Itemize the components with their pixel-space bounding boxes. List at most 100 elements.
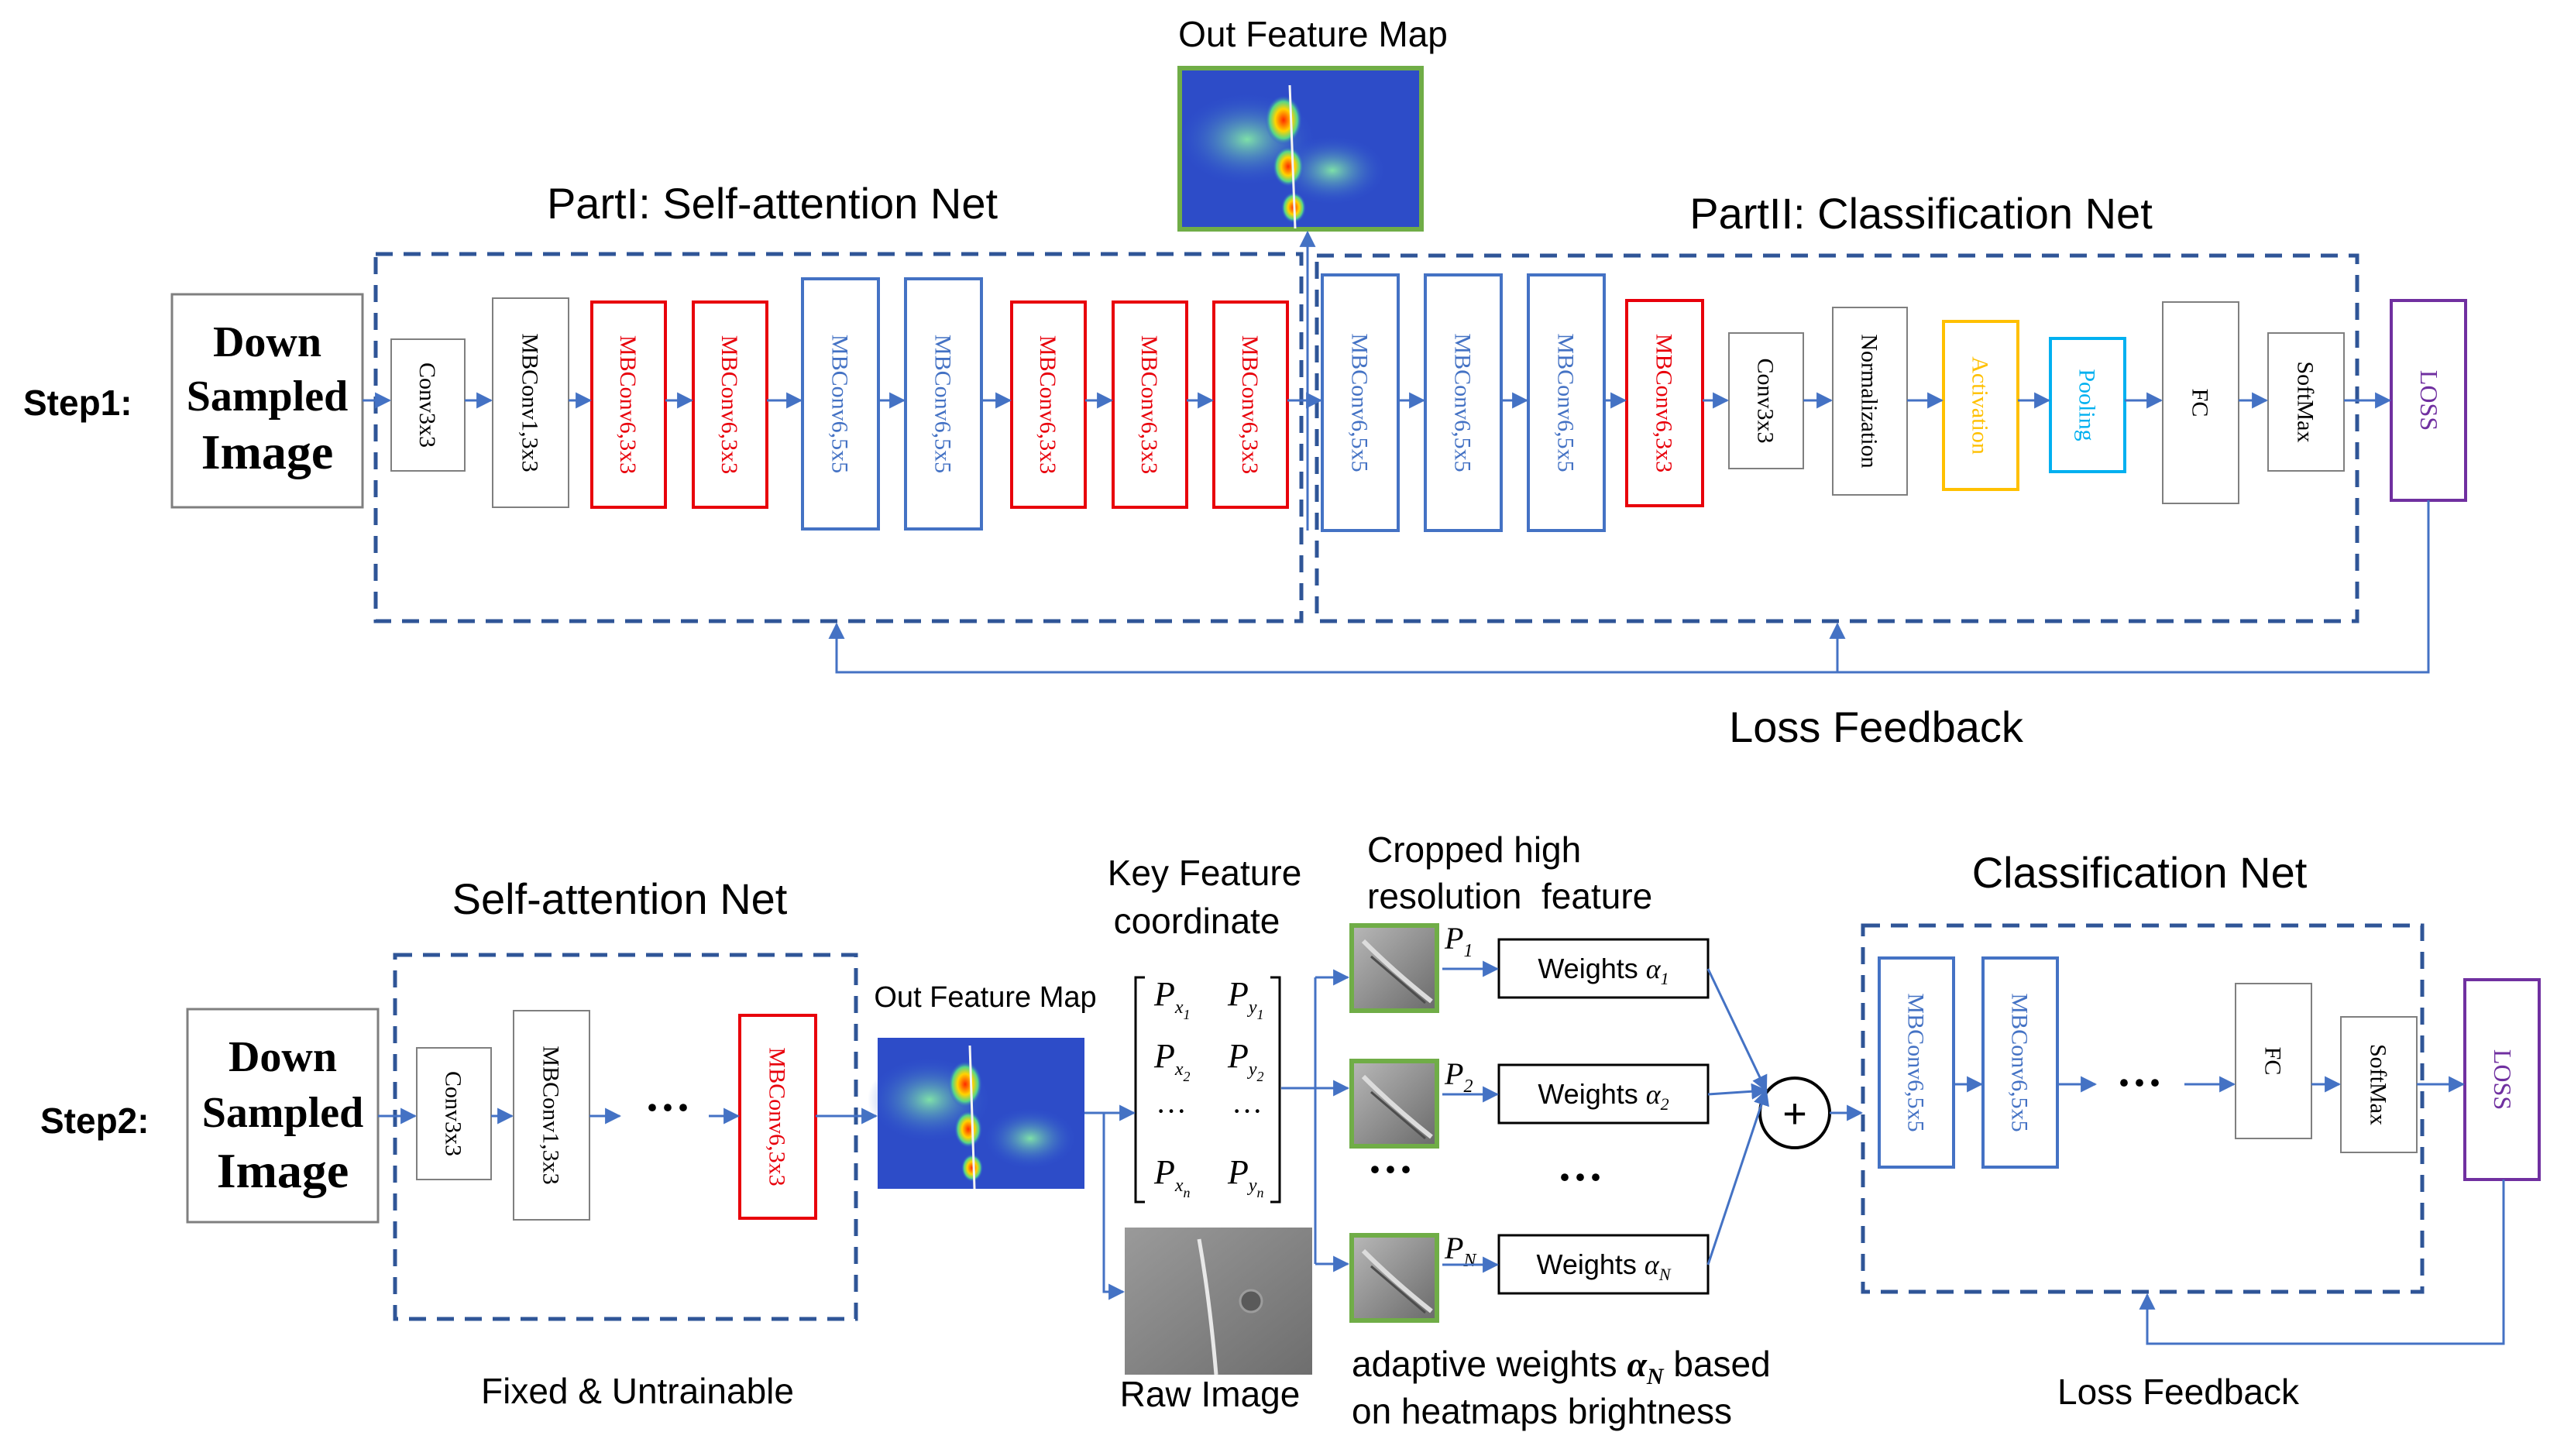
block-mbconv6-3x3: MBConv6,3x3 <box>692 300 768 509</box>
block-label: MBConv6,5x5 <box>1903 993 1929 1131</box>
cropped-patch: P2 <box>1349 1056 1473 1149</box>
block-label: MBConv6,3x3 <box>615 335 641 474</box>
block-mbconv1-3x3: MBConv1,3x3 <box>492 297 569 508</box>
weights-box: Weights α2 <box>1497 1063 1710 1125</box>
block-mbconv6-3x3: MBConv6,3x3 <box>1010 300 1087 509</box>
block-label: Activation <box>1968 356 1993 455</box>
adaptive-weights-note: adaptive weights αN based on heatmaps br… <box>1352 1344 1771 1431</box>
block-label: SoftMax <box>2366 1044 2391 1125</box>
step2-self-attention-title: Self-attention Net <box>452 874 788 923</box>
raw-image-label: Raw Image <box>1120 1374 1301 1414</box>
cropped-patch: PN <box>1349 1231 1477 1323</box>
step2-loss-feedback: Loss Feedback <box>2057 1372 2300 1412</box>
block-label: FC <box>2260 1047 2286 1076</box>
weights-label: Weights α2 <box>1538 1078 1669 1114</box>
block-softmax: SoftMax <box>2340 1016 2418 1153</box>
patch-label: P2 <box>1444 1056 1473 1097</box>
connector-line <box>1102 1113 1126 1300</box>
block-conv3x3: Conv3x3 <box>390 338 466 472</box>
block-mbconv6-5x5: MBConv6,5x5 <box>1878 956 1955 1169</box>
step2-out-feature-map-label: Out Feature Map <box>874 981 1096 1014</box>
step1-input-line2: Sampled <box>187 373 349 421</box>
key-feature-label: Key Feature coordinate <box>1108 853 1302 941</box>
block-label: MBConv6,5x5 <box>827 335 853 473</box>
block-mbconv6-5x5: MBConv6,5x5 <box>1981 956 2059 1169</box>
block-label: MBConv6,3x3 <box>765 1047 790 1186</box>
block-label: MBConv1,3x3 <box>538 1046 564 1184</box>
block-mbconv6-5x5: MBConv6,5x5 <box>801 277 880 531</box>
step1-input-line3: Image <box>201 424 334 479</box>
fixed-untrainable-label: Fixed & Untrainable <box>481 1371 794 1411</box>
matrix-dots-left: ··· <box>1156 1094 1187 1128</box>
weights-box: Weights α1 <box>1497 938 1710 999</box>
part2-dashed-frame <box>1315 253 2359 623</box>
step1-loss-feedback: Loss Feedback <box>1729 702 2024 751</box>
block-label: MBConv6,5x5 <box>1450 333 1476 472</box>
step1-out-feature-map: Out Feature Map <box>1177 14 1448 232</box>
patch-vertical-dots: ··· <box>1367 1144 1414 1195</box>
adaptive-line2: on heatmaps brightness <box>1352 1391 1732 1431</box>
block-label: MBConv6,5x5 <box>2007 993 2033 1131</box>
block-conv3x3: Conv3x3 <box>416 1047 492 1180</box>
weights-label: Weights αN <box>1537 1248 1672 1284</box>
block-mbconv6-3x3: MBConv6,3x3 <box>738 1014 817 1220</box>
plus-symbol: + <box>1782 1090 1807 1137</box>
step1-loss-label: LOSS <box>2415 370 2443 431</box>
block-activation: Activation <box>1942 320 2019 491</box>
step1-input-box: Down Sampled Image <box>170 293 364 509</box>
step2-input-line3: Image <box>217 1143 349 1198</box>
step2-blocks: Conv3x3 MBConv1,3x3 MBConv6,3x3 <box>416 1010 817 1221</box>
weights-vertical-dots: ··· <box>1557 1152 1603 1203</box>
matrix-py: Py1 <box>1227 975 1264 1022</box>
block-mbconv6-3x3: MBConv6,3x3 <box>1112 300 1188 509</box>
cropped-line2: resolution feature <box>1367 876 1652 916</box>
block-label: Normalization <box>1857 334 1882 468</box>
step2-label: Step2: <box>40 1101 150 1141</box>
matrix-px: Px2 <box>1153 1037 1191 1084</box>
classification-title: Classification Net <box>1972 848 2308 897</box>
step2-self-attention-frame <box>393 953 858 1321</box>
connector-line <box>2139 1180 2505 1345</box>
step1-loss-box: LOSS <box>2390 299 2467 502</box>
block-label: SoftMax <box>2293 362 2318 443</box>
step1-input-line1: Down <box>213 318 321 366</box>
block-label: MBConv1,3x3 <box>517 333 543 472</box>
block-label: MBConv6,3x3 <box>1651 334 1677 472</box>
block-label: FC <box>2188 389 2213 417</box>
part2-title: PartII: Classification Net <box>1689 189 2153 238</box>
block-label: Conv3x3 <box>414 362 440 448</box>
step2-loss-box: LOSS <box>2463 978 2541 1181</box>
block-mbconv6-3x3: MBConv6,3x3 <box>1625 299 1704 507</box>
classification-dashed-frame <box>1861 923 2425 1294</box>
block-normalization: Normalization <box>1832 307 1908 496</box>
connectors <box>363 230 2505 1345</box>
adaptive-line1: adaptive weights αN based <box>1352 1344 1771 1389</box>
step2-input-box: Down Sampled Image <box>186 1008 380 1224</box>
block-mbconv6-5x5: MBConv6,5x5 <box>904 277 983 531</box>
cropped-line1: Cropped high <box>1367 829 1581 870</box>
key-feature-line2: coordinate <box>1114 901 1280 941</box>
block-label: MBConv6,5x5 <box>1553 333 1579 472</box>
block-fc: FC <box>2235 983 2312 1139</box>
classification-blocks: MBConv6,5x5 MBConv6,5x5 FC SoftMax <box>1878 956 2418 1169</box>
cropped-patch: P1 <box>1349 921 1473 1013</box>
block-label: MBConv6,5x5 <box>930 335 956 473</box>
block-label: Conv3x3 <box>441 1071 466 1156</box>
connector-line <box>1706 968 1768 1092</box>
block-label: Conv3x3 <box>1753 358 1779 443</box>
connector-line <box>1706 1089 1769 1265</box>
raw-image: Raw Image <box>1120 1228 1312 1414</box>
connector-line <box>828 500 2430 674</box>
block-mbconv6-3x3: MBConv6,3x3 <box>1212 300 1289 509</box>
matrix-px: Pxn <box>1153 1153 1191 1200</box>
block-label: MBConv6,5x5 <box>1347 333 1373 472</box>
sum-node: + <box>1758 1077 1831 1149</box>
block-mbconv6-5x5: MBConv6,5x5 <box>1424 273 1503 532</box>
weights-label: Weights α1 <box>1538 953 1669 988</box>
matrix-px: Px1 <box>1153 975 1191 1022</box>
block-label: MBConv6,3x3 <box>717 335 742 474</box>
matrix-py: Py2 <box>1227 1037 1264 1084</box>
matrix-py: Pyn <box>1227 1153 1264 1200</box>
